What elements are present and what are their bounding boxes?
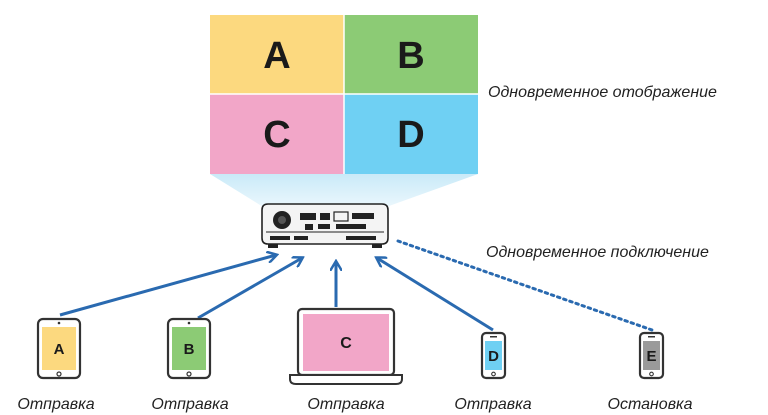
connection-arrows xyxy=(59,239,654,332)
screen-cell-a xyxy=(210,15,344,94)
screen-cell-c-label: C xyxy=(263,114,290,156)
screen-cell-b-label: B xyxy=(397,35,424,77)
arrow-device-d xyxy=(377,258,494,332)
phone-icon-e: E xyxy=(638,331,665,380)
projected-screen: A B C D xyxy=(210,15,478,174)
device-c-label: C xyxy=(340,335,352,352)
dotted-link-device-e xyxy=(396,239,654,332)
screen-cell-d xyxy=(344,94,478,174)
phone-icon-d: D xyxy=(480,331,507,380)
device-b-caption: Отправка xyxy=(151,396,229,413)
screen-cell-c xyxy=(210,94,344,174)
screen-cell-b xyxy=(344,15,478,94)
device-a-caption: Отправка xyxy=(17,396,95,413)
screen-cell-d-label: D xyxy=(397,114,424,156)
laptop-icon-c: C xyxy=(289,307,403,385)
screen-cell-a-label: A xyxy=(263,35,290,77)
device-d-label: D xyxy=(488,348,499,365)
simultaneous-display-caption: Одновременное отображение xyxy=(488,84,717,101)
tablet-icon-a: A xyxy=(36,317,82,380)
device-a-label: A xyxy=(54,341,65,358)
device-e-label: E xyxy=(646,348,656,365)
tablet-icon-b: B xyxy=(166,317,212,380)
projector-icon xyxy=(261,203,389,248)
device-b-label: B xyxy=(184,341,195,358)
projection-beam xyxy=(210,174,478,210)
simultaneous-connection-caption: Одновременное подключение xyxy=(486,244,709,261)
arrow-device-a xyxy=(59,255,276,317)
device-e-caption: Остановка xyxy=(607,396,693,413)
arrow-device-b xyxy=(197,258,302,320)
device-c-caption: Отправка xyxy=(307,396,385,413)
device-d-caption: Отправка xyxy=(454,396,532,413)
